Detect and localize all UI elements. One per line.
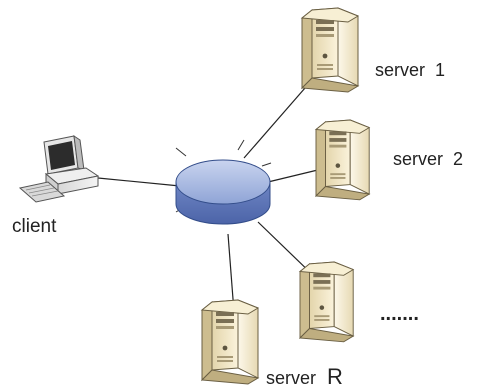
server-3-icon (299, 261, 354, 343)
ellipsis-label: ....... (380, 303, 419, 325)
client-label: client (12, 216, 57, 237)
server-r-icon (201, 299, 259, 385)
server-1-icon (301, 7, 359, 93)
router-icon (175, 139, 272, 225)
server-r-label: server R (266, 364, 343, 389)
server-2-icon (315, 119, 370, 201)
server-1-label: server 1 (375, 60, 445, 80)
server-r-letter: R (327, 364, 343, 389)
server-2-label: server 2 (393, 149, 463, 169)
link-hub-server-r (227, 233, 235, 313)
server-r-word: server (266, 368, 316, 388)
desktop-computer-icon (18, 134, 100, 203)
link-hub-server-1 (243, 79, 313, 159)
link-client-hub (97, 177, 181, 187)
